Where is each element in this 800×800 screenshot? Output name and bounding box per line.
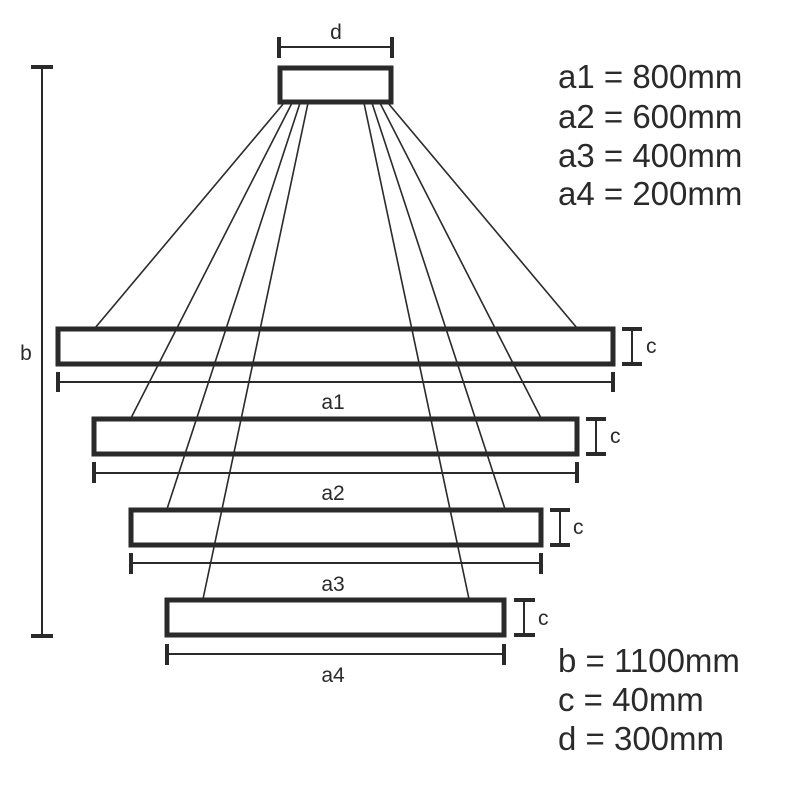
spec-b: b = 1100mm — [558, 642, 740, 679]
label-c-ring-1: c — [646, 335, 657, 358]
label-a2: a2 — [321, 482, 344, 505]
label-c-ring-2: c — [610, 425, 621, 448]
label-d: d — [330, 21, 342, 44]
spec-c: c = 40mm — [558, 681, 704, 718]
label-a4: a4 — [321, 664, 345, 687]
spec-d: d = 300mm — [558, 720, 724, 757]
ring-1: a1 c — [55, 326, 657, 414]
ring-2: a2 c — [91, 416, 621, 505]
label-c-ring-4: c — [538, 607, 549, 630]
spec-a4: a4 = 200mm — [558, 175, 742, 212]
suspension-wires — [94, 102, 578, 600]
spec-list-top: a1 = 800mm a2 = 600mm a3 = 400mm a4 = 20… — [558, 58, 742, 212]
dimension-b: b — [20, 65, 53, 638]
spec-list-bottom: b = 1100mm c = 40mm d = 300mm — [558, 642, 740, 757]
spec-a1: a1 = 800mm — [558, 58, 742, 95]
label-b: b — [20, 342, 32, 365]
label-a1: a1 — [321, 391, 344, 414]
spec-a2: a2 = 600mm — [558, 98, 742, 135]
label-a3: a3 — [321, 573, 344, 596]
label-c-ring-3: c — [573, 516, 584, 539]
spec-a3: a3 = 400mm — [558, 137, 742, 174]
ceiling-canopy — [277, 65, 394, 105]
dimension-d: d — [277, 21, 394, 58]
ring-4: a4 c — [164, 597, 549, 687]
ring-3: a3 c — [128, 507, 584, 596]
